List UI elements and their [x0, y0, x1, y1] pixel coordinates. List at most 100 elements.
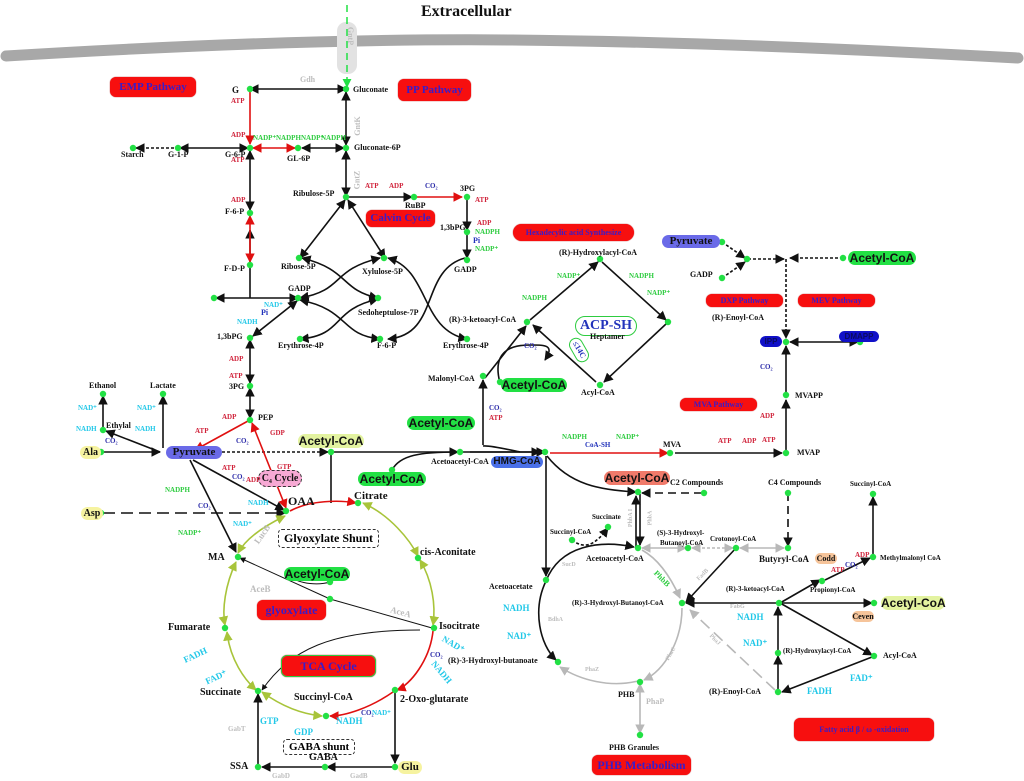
edge-acetylcoa-acetoacetylcoa	[391, 447, 459, 471]
cof-nadh-phb: NADH	[503, 603, 530, 613]
edge-ma-fumarate	[218, 561, 237, 626]
cof-gtp-tca: GTP	[260, 716, 279, 726]
pill-dmapp: DMAPP	[839, 331, 879, 342]
edge-oaa-citrate	[289, 496, 357, 512]
met-erythrose4p-b: Erythrose-4P	[443, 341, 489, 350]
metabolite-node	[388, 466, 396, 474]
enzyme-sucd: SucD	[562, 562, 576, 568]
metabolite-node	[568, 536, 576, 544]
edge-fas-up	[482, 445, 521, 453]
pathway-phb: PHB Metabolism	[592, 755, 691, 775]
enzyme-aceb: AceB	[250, 584, 271, 594]
cof-fad-beta: FAD⁺	[850, 673, 873, 683]
met-xylulose5p: Xylulose-5P	[362, 267, 403, 276]
metabolite-node	[684, 544, 692, 552]
met-f6p: F-6-P	[225, 207, 245, 216]
pill-asp: Asp	[81, 507, 103, 520]
enzyme-gdh: Gdh	[300, 75, 316, 84]
cof-co2-ma: CO₂	[198, 502, 211, 510]
cof-adp-1: ADP	[231, 131, 246, 139]
metabolite-node	[743, 255, 751, 263]
met-mva: MVA	[663, 440, 682, 449]
met-enoyl-coa-beta: (R)-Enoyl-CoA	[709, 687, 761, 696]
edge-acyl-ketoacyl	[532, 324, 597, 383]
cof-adp-propionyl: ADP	[855, 551, 870, 559]
met-cis-aconitate: cis-Aconitate	[420, 547, 476, 558]
edge-ketoacyl-hydroxyacyl	[529, 261, 599, 321]
cof-nad-phb: NAD⁺	[507, 631, 532, 641]
edge-pyruvate-ma	[189, 459, 237, 553]
enzyme-bdha: BdhA	[548, 617, 564, 623]
metabolite-node	[430, 624, 438, 632]
metabolite-node	[174, 144, 182, 152]
edge-cisaconitate-isocitrate	[419, 559, 440, 626]
metabolite-node	[463, 228, 471, 236]
edge-ketoacyl-acyl	[779, 602, 873, 656]
cof-co2-ethylal: CO₂	[105, 437, 118, 445]
cof-atp-propionyl: ATP	[831, 566, 845, 574]
met-sedoheptulose7p: Sedoheptulose-7P	[358, 308, 419, 317]
edge-citrate-cisaconitate	[362, 502, 419, 557]
met-fdp: F-D-P	[224, 264, 245, 273]
met-f6p-pp: F-6-P	[377, 341, 397, 350]
metabolite-node	[342, 193, 350, 201]
metabolite-node	[246, 416, 254, 424]
metabolite-node	[718, 274, 726, 282]
edge-ribose-ribulose	[299, 199, 346, 259]
metabolite-node	[542, 576, 550, 584]
edge-pyr-dxp	[721, 241, 746, 259]
cof-nadph-2: NADPH	[321, 134, 346, 142]
met-c4-compounds: C4 Compounds	[768, 478, 822, 487]
cof-atp-pep: ATP	[195, 427, 209, 435]
metabolite-node	[732, 544, 740, 552]
enzyme-gntz: GntZ	[352, 170, 362, 190]
metabolite-node	[321, 763, 329, 771]
metabolite-node	[234, 553, 242, 561]
metabolite-node	[295, 254, 303, 262]
edge-pep-oaa	[250, 422, 288, 509]
enzyme-gntk: GntK	[352, 116, 362, 136]
met-2-oxo-glutarate: 2-Oxo-glutarate	[400, 694, 469, 705]
metabolite-node	[246, 382, 254, 390]
pathway-calvin: Calvin Cycle	[366, 210, 435, 227]
met-gl6p: GL-6P	[287, 154, 311, 163]
pathway-emp: EMP Pathway	[110, 77, 196, 97]
metabolite-node	[246, 209, 254, 217]
met-succinyl-coa-beta: Succinyl-CoA	[850, 480, 892, 488]
metabolite-node	[678, 599, 686, 607]
cof-nadph-1: NADPH	[276, 134, 301, 142]
cof-pi-calvin: Pi	[473, 236, 481, 245]
met-s3hb-coa-1: (S)-3-Hydroxyl-	[657, 529, 705, 537]
met-r3hb-butanoate: (R)-3-Hydroxyl-butanoate	[448, 656, 538, 665]
enzyme-phba: PhbA I	[628, 508, 635, 528]
cof-nadh-emp: NADH	[237, 318, 258, 326]
met-ribulose5p: Ribulose-5P	[293, 189, 335, 198]
metabolite-node	[246, 261, 254, 269]
edge-pyruvate-ethylal	[105, 429, 161, 453]
glyoxylate-shunt-label: Glyoxylate Shunt	[278, 529, 380, 548]
met-butyryl-coa: Butyryl-CoA	[759, 554, 809, 564]
pathway-glyoxylate: glyoxylate	[257, 600, 326, 620]
metabolite-node	[99, 390, 107, 398]
cof-co2-tca: CO₂	[361, 709, 374, 717]
pathway-hexadecylic: Hexadecylic acid Synthesize	[513, 224, 634, 241]
met-gluconate: Gluconate	[353, 85, 389, 94]
cof-gdp-tca: GDP	[294, 727, 313, 737]
met-acetoacetate: Acetoacetate	[489, 582, 533, 591]
metabolite-node	[294, 294, 302, 302]
edge-enoyl-acyl	[603, 323, 667, 383]
cell-membrane	[0, 34, 1024, 64]
enzyme-phap: PhaP	[646, 697, 665, 706]
pill-acetylcoa-fas: Acetyl-CoA	[501, 378, 567, 392]
metabolite-node	[129, 144, 137, 152]
metabolite-node	[604, 523, 612, 531]
cof-atp-mvap: ATP	[762, 436, 776, 444]
met-phb: PHB	[618, 690, 635, 699]
met-ethanol: Ethanol	[89, 381, 117, 390]
metabolite-node	[596, 255, 604, 263]
metabolite-node	[254, 687, 262, 695]
met-ma: MA	[208, 552, 225, 563]
pathway-dxp: DXP Pathway	[706, 294, 783, 307]
met-s3hb-coa-2: Butanoyl-CoA	[660, 539, 704, 547]
cof-adp-3pg: ADP	[229, 355, 244, 363]
